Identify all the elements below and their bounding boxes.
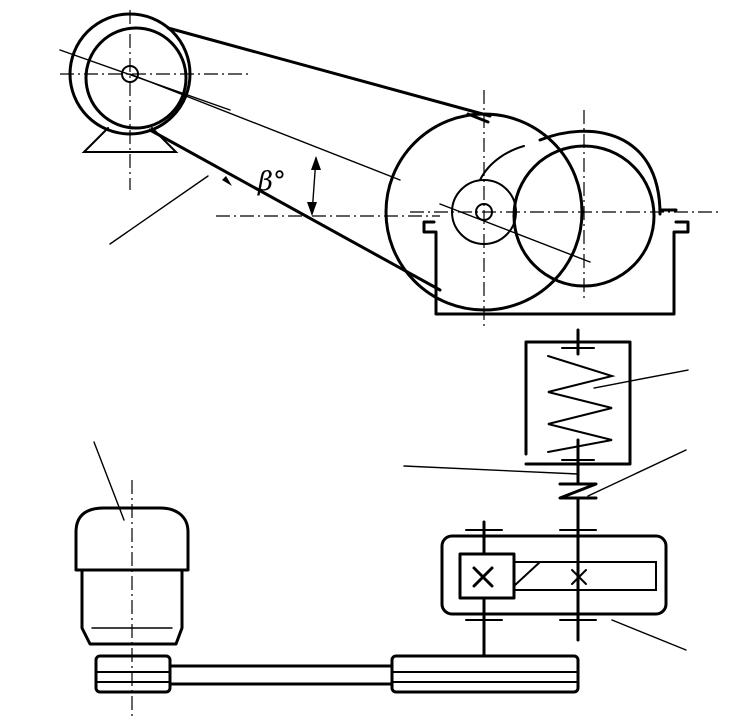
leader-line	[59, 49, 231, 111]
leader-line	[109, 175, 209, 245]
motor-pulley	[60, 10, 250, 190]
gearbox	[440, 498, 687, 651]
spring-housing	[524, 328, 689, 478]
coupling	[403, 449, 687, 500]
angle-label: β°	[257, 167, 286, 197]
bottom-drive-train	[74, 328, 689, 716]
top-belt	[148, 26, 492, 292]
top-belt-drive: β°	[59, 10, 720, 330]
reducer-with-large-pulley	[384, 90, 720, 330]
flat-belt-drive	[94, 598, 580, 694]
angle-marker: β°	[129, 73, 440, 217]
vertical-motor	[74, 441, 190, 716]
